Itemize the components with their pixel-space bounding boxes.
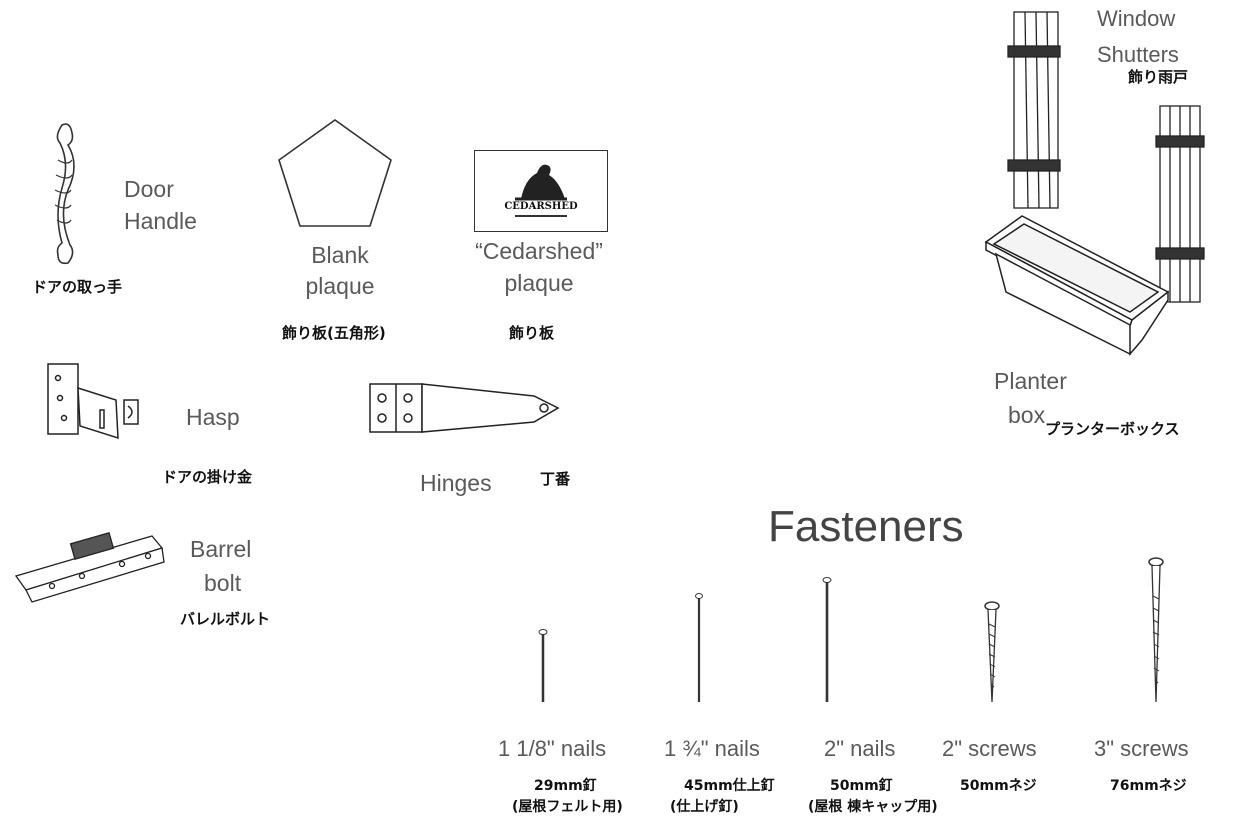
cedarshed-plaque-label-1: “Cedarshed” bbox=[475, 238, 603, 264]
planter-box-jp: プランターボックス bbox=[1045, 420, 1180, 438]
cedarshed-plaque-label-2: plaque bbox=[504, 270, 574, 296]
hasp-drawing bbox=[47, 363, 139, 440]
blank-plaque-label-2: plaque bbox=[305, 273, 375, 299]
fastener-jp-2a: 45mm仕上釘 bbox=[684, 778, 775, 794]
fastener-nail-3 bbox=[822, 577, 832, 702]
hinges-drawing bbox=[369, 383, 560, 433]
blank-plaque-jp: 飾り板(五角形) bbox=[282, 324, 386, 342]
cedarshed-plaque-drawing: CEDARSHED bbox=[474, 150, 608, 232]
window-shutters-jp: 飾り雨戸 bbox=[1128, 68, 1189, 86]
fastener-jp-5a: 76mmネジ bbox=[1110, 778, 1187, 794]
cedarshed-logo-underline bbox=[515, 215, 567, 217]
planter-box-drawing bbox=[984, 215, 1170, 357]
fastener-jp-3a: 50mm釘 bbox=[830, 778, 893, 794]
hinges-jp: 丁番 bbox=[540, 470, 571, 488]
hasp-label: Hasp bbox=[186, 404, 240, 430]
planter-box-label-1: Planter bbox=[994, 368, 1067, 394]
fastener-jp-1a: 29mm釘 bbox=[534, 778, 597, 794]
barrel-bolt-jp: バレルボルト bbox=[180, 610, 271, 628]
fastener-nail-1 bbox=[538, 629, 548, 702]
barrel-bolt-label-1: Barrel bbox=[190, 536, 252, 562]
fastener-jp-3b: (屋根 棟キャップ用) bbox=[808, 799, 938, 815]
fastener-label-3: 2" nails bbox=[824, 736, 896, 761]
fastener-label-1: 1 1/8" nails bbox=[498, 736, 607, 761]
fastener-jp-4a: 50mmネジ bbox=[960, 778, 1037, 794]
fastener-screw-1 bbox=[984, 601, 1000, 703]
fastener-jp-1b: (屋根フェルト用) bbox=[512, 799, 623, 815]
cedarshed-plaque-jp: 飾り板 bbox=[509, 324, 555, 342]
door-handle-label-2: Handle bbox=[124, 208, 197, 234]
cedarshed-logo-icon bbox=[515, 164, 567, 201]
fastener-label-2: 1 ¾" nails bbox=[664, 736, 760, 761]
door-handle-label-1: Door bbox=[124, 176, 174, 202]
fastener-label-4: 2" screws bbox=[942, 736, 1037, 761]
fastener-nail-2 bbox=[695, 593, 703, 702]
door-handle-drawing bbox=[54, 123, 75, 265]
door-handle-jp: ドアの取っ手 bbox=[32, 278, 123, 296]
fasteners-title: Fasteners bbox=[768, 502, 964, 551]
blank-plaque-drawing bbox=[278, 119, 392, 227]
barrel-bolt-drawing bbox=[14, 531, 165, 603]
window-shutters-drawing bbox=[1007, 11, 1205, 303]
blank-plaque-label-1: Blank bbox=[311, 242, 369, 268]
fastener-label-5: 3" screws bbox=[1094, 736, 1189, 761]
window-shutters-label-2: Shutters bbox=[1097, 42, 1179, 67]
hinges-label: Hinges bbox=[420, 470, 492, 496]
planter-box-label-2: box bbox=[1008, 402, 1046, 428]
fastener-jp-2b: (仕上げ釘) bbox=[670, 799, 739, 815]
cedarshed-logo-text: CEDARSHED bbox=[504, 201, 578, 212]
hasp-jp: ドアの掛け金 bbox=[162, 468, 253, 486]
barrel-bolt-label-2: bolt bbox=[204, 570, 242, 596]
fastener-screw-2 bbox=[1148, 557, 1164, 703]
window-shutters-label-1: Window bbox=[1097, 6, 1176, 31]
